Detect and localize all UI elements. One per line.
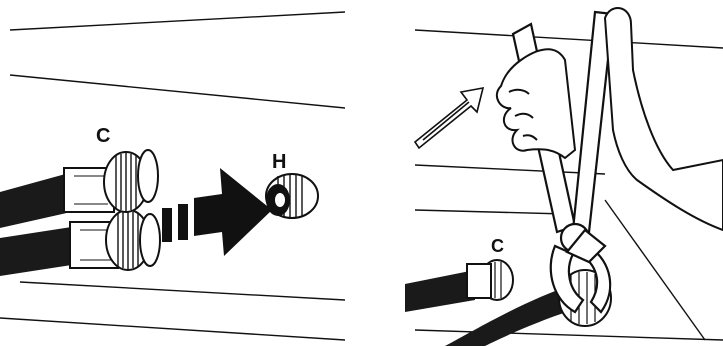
hose-connection-illustration: C H [0,0,345,346]
hand-icon [605,8,723,230]
right-illustration-panel: C [405,0,723,346]
cold-label: C [491,236,504,256]
hot-inlet-fitting-icon [266,174,318,218]
tighten-with-pliers-illustration: C [405,0,723,346]
cold-hose-icon [405,260,513,312]
direction-arrow-icon [415,88,483,148]
hot-label: H [272,151,286,173]
connect-arrow-icon [162,168,272,256]
cold-label: C [96,125,110,147]
hand-icon [497,49,575,158]
left-illustration-panel: C H [0,0,345,346]
